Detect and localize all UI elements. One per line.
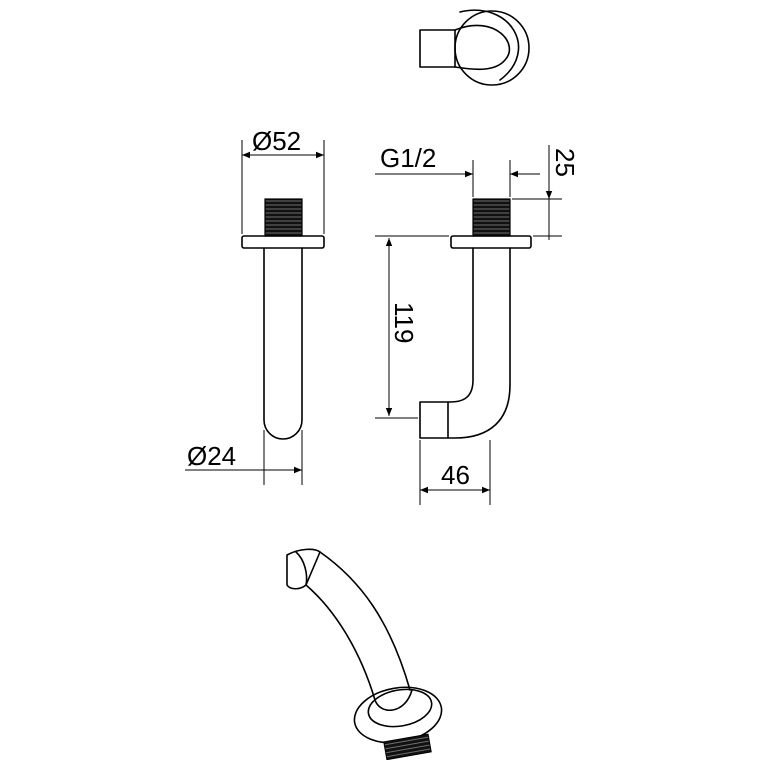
top-view [419,9,530,86]
perspective-view [286,548,443,760]
flange-diameter-label: Ø52 [252,126,301,156]
front-view: Ø52 Ø24 [185,126,325,485]
projection-label: 46 [441,460,470,490]
drop-length-label: 119 [389,302,419,343]
thread-size-label: G1/2 [380,143,436,173]
pipe-diameter-label: Ø24 [187,441,236,471]
side-view: G1/2 25 119 46 [375,143,580,505]
thread-length-label: 25 [550,148,580,177]
